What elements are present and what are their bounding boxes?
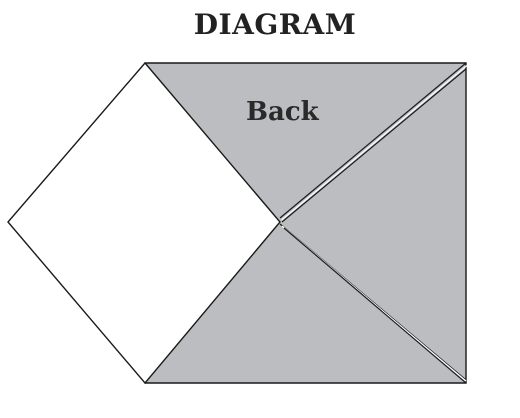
back-label: Back xyxy=(246,97,320,127)
fold-line-lower xyxy=(279,223,467,384)
diamond-outline xyxy=(7,61,281,385)
fold-line-upper xyxy=(279,62,468,223)
shaded-square xyxy=(145,63,466,383)
square-outline xyxy=(145,62,467,384)
diagram-title: DIAGRAM xyxy=(193,8,357,41)
